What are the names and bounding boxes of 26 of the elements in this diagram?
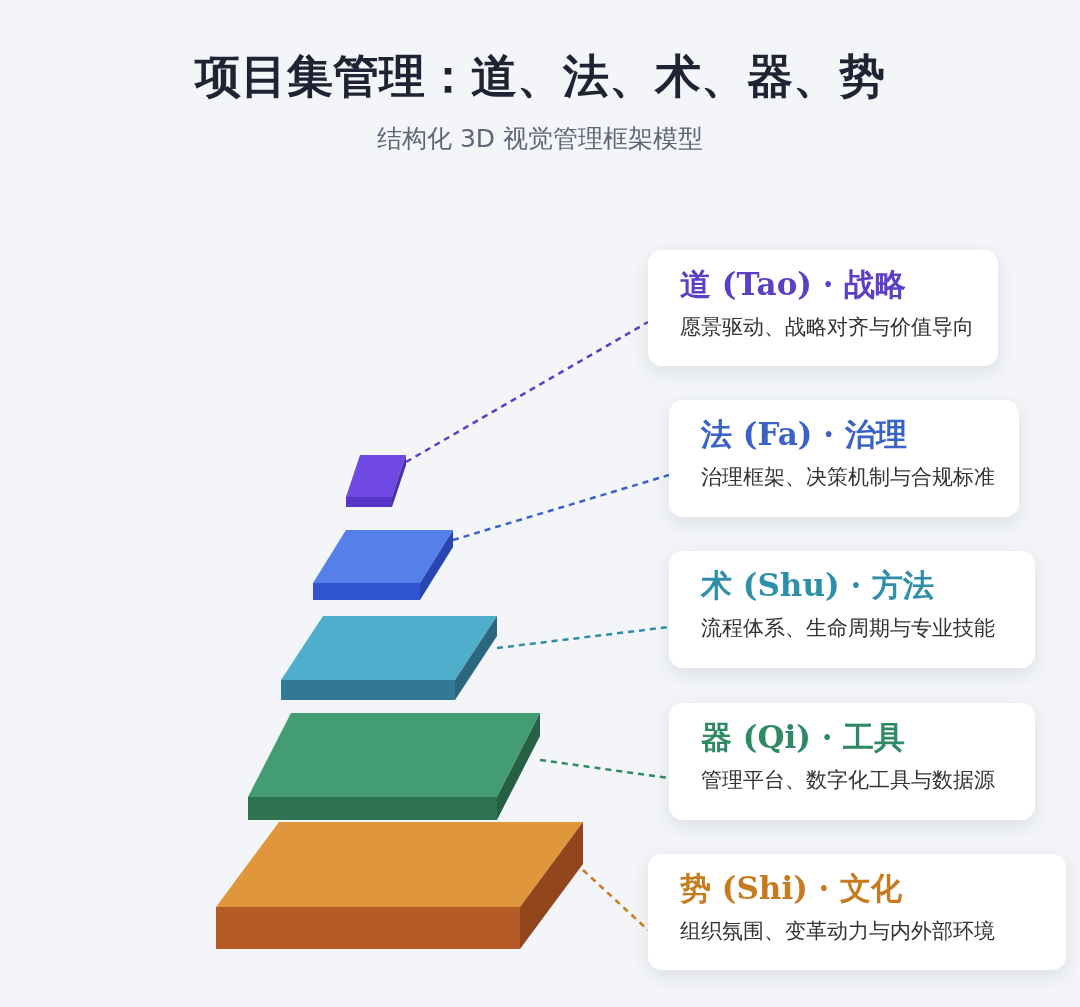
info-card [669,551,1035,668]
card-description: 管理平台、数字化工具与数据源 [701,767,996,794]
slab-block [216,822,583,949]
card-heading: 术 (Shu) · 方法 [701,566,935,605]
slab-block [281,616,497,700]
slab-block [248,713,540,820]
leader-line [405,320,649,464]
leader-line [496,625,670,650]
card-description: 流程体系、生命周期与专业技能 [701,615,996,642]
title: 项目集管理：道、法、术、器、势 [193,48,886,105]
info-card [648,250,998,366]
info-card [669,703,1035,820]
card-description: 治理框架、决策机制与合规标准 [701,464,996,491]
leader-line [582,869,649,931]
info-card [669,400,1019,517]
slab-block [346,455,406,507]
card-heading: 道 (Tao) · 战略 [680,265,908,304]
slab-block [313,530,453,600]
card-description: 愿景驱动、战略对齐与价值导向 [680,314,975,341]
card-heading: 势 (Shi) · 文化 [680,869,904,908]
card-heading: 法 (Fa) · 治理 [701,415,908,454]
leader-line [452,473,670,542]
info-card [648,854,1066,970]
subtitle: 结构化 3D 视觉管理框架模型 [375,123,705,155]
card-heading: 器 (Qi) · 工具 [701,718,907,757]
card-description: 组织氛围、变革动力与内外部环境 [680,918,996,945]
